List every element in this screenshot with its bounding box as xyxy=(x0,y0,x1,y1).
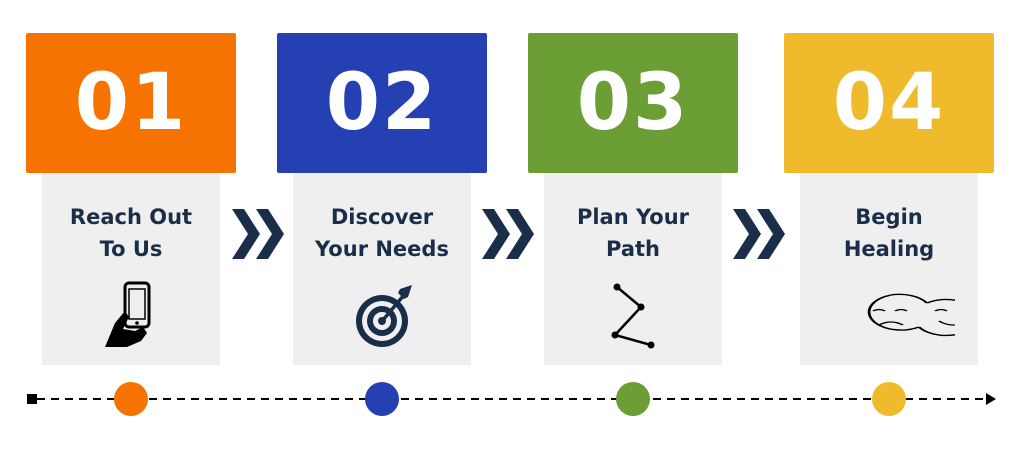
step-number: 03 xyxy=(528,33,738,173)
path-icon xyxy=(611,283,655,349)
step-label: Reach Out To Us xyxy=(69,205,193,261)
step-card xyxy=(544,173,722,365)
step-1: 01 Reach Out To Us xyxy=(26,33,236,365)
step-card xyxy=(800,173,978,365)
timeline-dot-4 xyxy=(872,382,906,416)
timeline-dot-3 xyxy=(616,382,650,416)
timeline xyxy=(27,382,996,416)
double-chevron-right-icon xyxy=(232,209,284,259)
sad-happy-faces-icon xyxy=(867,293,955,337)
timeline-end-arrow xyxy=(986,393,996,405)
step-number: 01 xyxy=(26,33,236,173)
target-icon xyxy=(356,285,412,347)
step-3: 03 Plan Your Path xyxy=(528,33,738,365)
step-number: 04 xyxy=(784,33,994,173)
step-2: 02 Discover Your Needs xyxy=(277,33,487,365)
timeline-dot-1 xyxy=(114,382,148,416)
timeline-dot-2 xyxy=(365,382,399,416)
hand-phone-icon xyxy=(105,281,151,347)
timeline-start-marker xyxy=(27,394,37,404)
step-label: Plan Your Path xyxy=(576,205,690,261)
step-label: Discover Your Needs xyxy=(315,205,449,261)
step-4: 04 Begin Healing xyxy=(784,33,994,365)
double-chevron-right-icon xyxy=(482,209,534,259)
step-label: Begin Healing xyxy=(843,205,935,261)
double-chevron-right-icon xyxy=(733,209,785,259)
step-number: 02 xyxy=(277,33,487,173)
